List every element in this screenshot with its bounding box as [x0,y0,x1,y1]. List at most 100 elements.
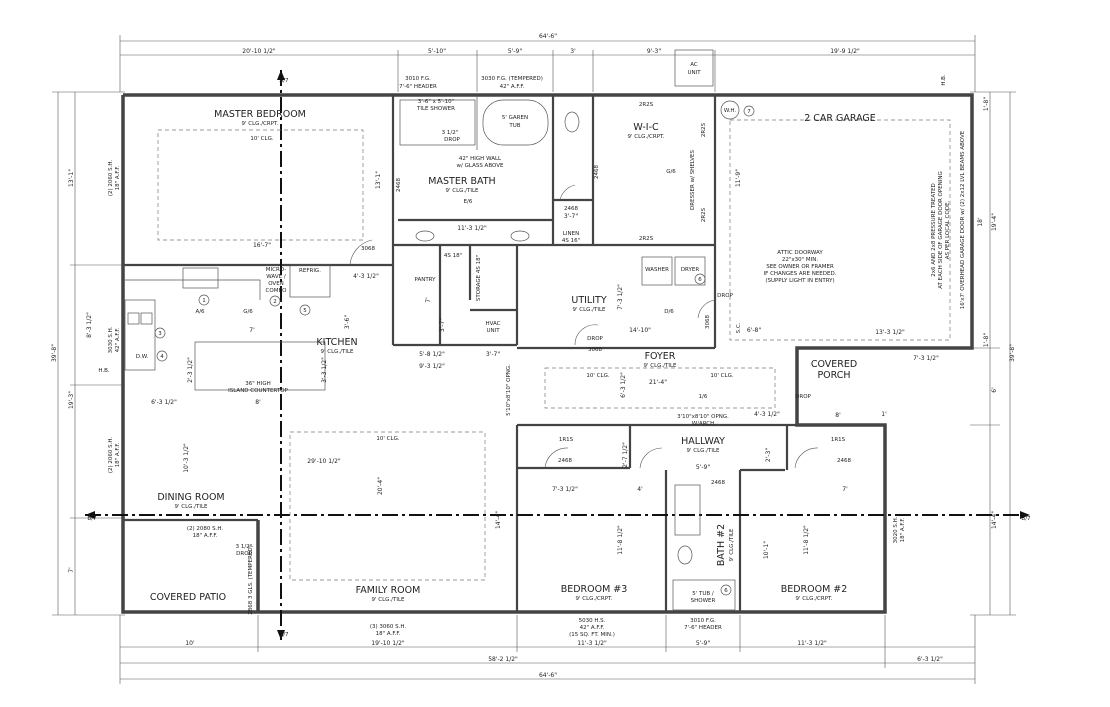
axis-markers [85,70,1030,640]
note-hb-kitchen: H.B. [98,368,110,374]
note-garage-3: AS PER LOCAL CODE. [945,200,951,259]
note-arch: W/ARCH [692,421,715,427]
fixture-tags: 1 3 4 5 2 6 7 6 [154,105,755,596]
idim-25: 2'-3" [765,448,772,462]
note-4s18: 4S 18" [444,253,462,259]
note-glass-above: w/ GLASS ABOVE [457,163,504,169]
room-bath2-sub: 9' CLG./TILE [729,528,735,562]
tag-6: 6 [698,277,702,283]
idim-22: 7'-3 1/2" [552,486,578,493]
idim-16: 8' [835,412,841,419]
dim-bottom-overall: 64'-6" [539,672,557,679]
room-hvac-2: UNIT [486,328,500,334]
dim-top-seg-4: 3' [570,48,576,55]
note-shower-size: 3'-6" x 5'-10" [418,99,454,105]
interior-walls [123,95,797,612]
room-utility-sub: 9' CLG./TILE [572,307,606,313]
dim-left-c: 19'-3" [68,391,75,409]
note-half-wall: 42" HIGH WALL [459,156,502,162]
dim-top-seg-2: 5'-10" [428,48,446,55]
note-island-2: ISLAND COUNTERTOP [228,388,288,394]
note-2r2s-bottom: 2R2S [639,236,654,242]
note-dryer: DRYER [681,267,700,273]
idim-28: 1' [881,411,887,418]
dim-left-overall: 39'-8" [51,344,58,362]
note-clg-foyer-1: 10' CLG. [586,373,609,379]
idim-24: 5'-9" [696,464,710,471]
room-dining-sub: 9' CLG./TILE [174,504,208,510]
dim-bottom-seg-3: 11'-3 1/2" [577,640,607,647]
note-wh: W.H. [724,108,737,114]
note-tag-b7-left: B/7 [87,516,97,522]
room-storage: STORAGE 4S 18" [476,255,482,301]
note-garage-door: 16'x7' OVERHEAD GARAGE DOOR w/ (2) 2x12 … [960,130,966,309]
note-garden-tub: 5' GAREN [502,115,528,121]
note-drop-porch: DROP [795,394,811,400]
note-drop-patio-2: DROP [236,551,252,557]
note-opening-left: 5'10"x8'10" OPNG. [506,364,512,416]
dim-bottom-right: 6'-3 1/2" [917,656,943,663]
room-master-bedroom-sub: 9' CLG./CRPT. [242,121,279,127]
note-microwave: MICRO- [266,267,287,273]
room-master-bedroom-w: 16'-7" [253,242,271,249]
dim-right-f: 14'-4" [991,511,998,529]
note-drop-patio-1: 3 1/2" [236,544,253,550]
idim-33: 3'-7" [439,318,446,332]
note-tag-b7-right: B/7 [1021,516,1031,522]
room-foyer: FOYER [645,351,676,362]
tag-3: 3 [158,331,162,337]
note-2r2s-right: 2R2S [701,122,707,137]
room-master-bedroom-clg: 10' CLG. [250,136,273,142]
idim-3: 11'-3 1/2" [457,225,487,232]
idim-27: 7'-3 1/2" [913,355,939,362]
idim-17: 6'-3 1/2" [151,399,177,406]
room-foyer-sub: 9' CLG./TILE [643,363,677,369]
note-win-header: 7'-6" HEADER [399,84,437,90]
idim-11: 6'-8" [747,327,761,334]
idim-2: 3'-7" [564,213,578,220]
idim-4: 5'-8 1/2" [419,351,445,358]
axis-marker-right-icon [1020,511,1030,519]
dim-right-d: 1'-8" [983,333,990,347]
note-win-18aff-d: 18" A.F.F. [376,631,401,637]
note-win-42aff-2: 42" A.F.F. [115,327,121,352]
room-bath2: BATH #2 [716,524,727,566]
note-tag-g6: G/6 [243,309,253,315]
room-bedroom3: BEDROOM #3 [561,584,628,595]
note-clg-foyer-2: 10' CLG. [710,373,733,379]
room-bedroom2: BEDROOM #2 [781,584,848,595]
dim-top-seg-1: 20'-10 1/2" [242,48,276,55]
note-microwave-3: OVEN [268,281,284,287]
note-dw: D.W. [136,354,149,360]
note-tag-a6: A/6 [195,309,205,315]
room-covered-patio: COVERED PATIO [150,592,226,603]
note-win-18aff-c: 18" A.F.F. [193,533,218,539]
note-win-5030: 5030 H.S. [579,618,606,624]
idim-32: 7' [425,297,432,303]
inner-dimensions: 4'-3 1/2" 3'-7" 11'-3 1/2" 5'-8 1/2" 9'-… [151,169,939,529]
tag-1: 1 [202,298,206,304]
room-garage: 2 CAR GARAGE [804,113,876,124]
dim-top-overall: 64'-6" [539,33,557,40]
note-3068-util: 3068 [588,347,602,353]
dimensions-bottom: 10' 19'-10 1/2" 11'-3 1/2" 5'-9" 11'-3 1… [119,615,976,684]
idim-6: 3'-7" [486,351,500,358]
dim-right-b: 18' [977,217,984,227]
room-family-clg: 10' CLG. [376,436,399,442]
tag-4: 4 [160,354,164,360]
idim-20: 3'-3 1/2" [321,357,328,383]
idim-26: 7' [842,486,848,493]
axis-marker-top-icon [277,70,285,80]
note-attic-3: SEE OWNER OR FRAMER [766,264,834,270]
note-win-2080: (2) 2080 S.H. [187,526,224,532]
idim-19: 2'-3 1/2" [187,357,194,383]
idim-12: 13'-3 1/2" [875,329,905,336]
note-tub-shower-2: SHOWER [691,598,716,604]
room-master-bedroom: MASTER BEDROOM [214,109,306,120]
note-washer: WASHER [645,267,669,273]
room-family-sub: 9' CLG./TILE [371,597,405,603]
note-drop-35: 3 1/2" [442,130,459,136]
note-2r2s-top: 2R2S [639,102,654,108]
note-drop-util2: DROP [587,336,603,342]
